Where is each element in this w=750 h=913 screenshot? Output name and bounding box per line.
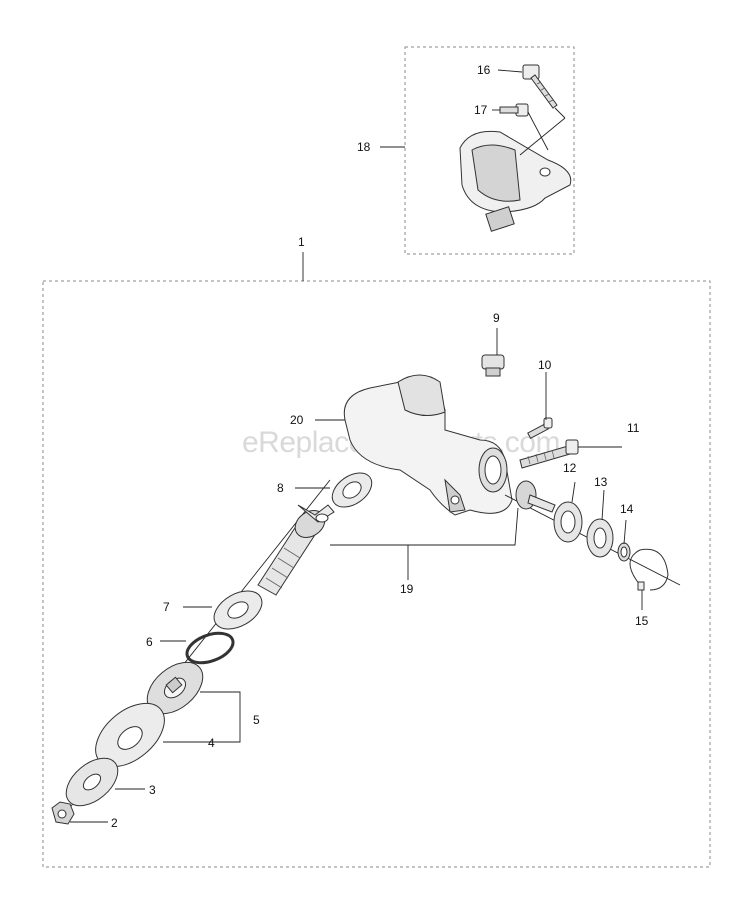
- part-2-nut[interactable]: [51, 801, 75, 825]
- part-17-screw[interactable]: [499, 103, 529, 117]
- label-1: 1: [298, 235, 305, 249]
- part-12-bearing[interactable]: [553, 501, 583, 543]
- part-9-plug[interactable]: [481, 354, 505, 377]
- leader-lines: [70, 69, 643, 823]
- label-2: 2: [111, 816, 118, 830]
- label-8: 8: [277, 481, 284, 495]
- part-7-bearing[interactable]: [207, 583, 268, 637]
- label-14: 14: [620, 502, 634, 516]
- label-13: 13: [594, 475, 608, 489]
- assembly-1-box: [42, 280, 711, 868]
- part-13-bearing[interactable]: [586, 518, 614, 558]
- label-5: 5: [253, 713, 260, 727]
- part-5-flange[interactable]: [138, 652, 213, 724]
- part-16-bolt[interactable]: [522, 64, 558, 109]
- assembly-18-box: [404, 46, 575, 255]
- part-3-cup[interactable]: [57, 749, 126, 815]
- label-7: 7: [163, 600, 170, 614]
- part-20-gear-housing[interactable]: [343, 374, 513, 516]
- label-16: 16: [477, 63, 491, 77]
- label-15: 15: [635, 614, 649, 628]
- label-17: 17: [474, 103, 488, 117]
- part-10-screw[interactable]: [527, 417, 553, 440]
- label-11: 11: [627, 421, 640, 435]
- label-6: 6: [146, 635, 153, 649]
- label-4: 4: [208, 736, 215, 750]
- label-10: 10: [538, 358, 552, 372]
- label-9: 9: [493, 311, 500, 325]
- part-6-ring[interactable]: [183, 628, 237, 669]
- part-14-washer[interactable]: [617, 542, 631, 562]
- label-18: 18: [357, 140, 371, 154]
- label-20: 20: [290, 413, 304, 427]
- part-15-snap-ring[interactable]: [629, 548, 669, 591]
- part-8-bearing[interactable]: [326, 466, 378, 514]
- label-19: 19: [400, 582, 414, 596]
- label-3: 3: [149, 783, 156, 797]
- part-18-clamp[interactable]: [459, 107, 572, 232]
- label-12: 12: [563, 461, 577, 475]
- part-19-gear-shaft[interactable]: [257, 480, 556, 596]
- part-11-bolt[interactable]: [519, 439, 579, 469]
